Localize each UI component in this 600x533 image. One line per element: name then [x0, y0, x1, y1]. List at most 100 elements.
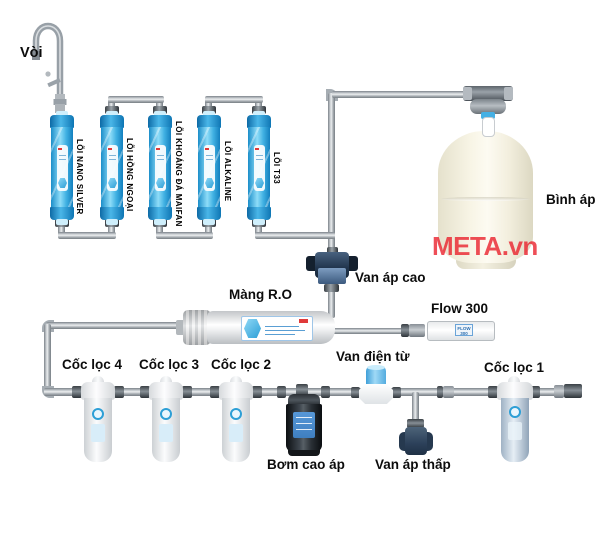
pipe-fitting	[252, 386, 262, 398]
faucet-handle	[47, 78, 61, 88]
membrane-ribbed-cap	[183, 310, 211, 345]
pipe-cart5-out	[255, 232, 335, 239]
housing-sticker	[91, 424, 105, 442]
pipe-stub	[58, 222, 65, 236]
pump-head	[288, 394, 320, 406]
pipe-stub	[108, 98, 115, 112]
pipe-stub	[205, 98, 212, 112]
pipe-fitting	[72, 386, 82, 398]
pipe-left-riser	[44, 324, 51, 392]
flow-restrictor-label: Flow 300	[431, 301, 489, 316]
pipe-bottom-main	[44, 388, 582, 396]
cartridge-cap	[50, 115, 74, 128]
housing-cap	[81, 382, 115, 400]
pipe-coupler	[409, 324, 425, 337]
cartridge-nano-silver	[50, 111, 74, 225]
pipe-fitting	[351, 387, 360, 398]
pipe-stub	[156, 98, 163, 112]
valve-front-plate	[318, 268, 346, 284]
pipe-cart2-cart3	[108, 96, 164, 103]
tank-stem	[482, 117, 495, 137]
pipe-valve-to-membrane	[328, 284, 335, 318]
faucet-spout-tip	[32, 51, 40, 60]
membrane-label: Màng R.O	[229, 287, 292, 302]
housing-dome	[92, 376, 104, 385]
pipe-cart1-cart2	[58, 232, 116, 239]
housing-logo	[92, 408, 104, 420]
filter-cup-4-label: Cốc lọc 4	[62, 357, 123, 372]
pipe-fitting	[182, 386, 192, 398]
valve-end-cap	[463, 87, 472, 100]
cartridge-sticker	[57, 145, 68, 191]
pipe-stub	[156, 222, 163, 236]
pipe-fitting	[210, 386, 220, 398]
pipe-coupler	[554, 385, 564, 398]
blue-fitting	[481, 112, 495, 119]
inlet-fitting	[564, 384, 582, 398]
cartridge-alkaline	[197, 111, 221, 225]
valve-end-cap	[504, 87, 513, 100]
pipe-stub	[255, 98, 262, 112]
watermark: META.vn	[432, 231, 538, 261]
high-pressure-valve-label: Van áp cao	[355, 270, 426, 285]
pipe-fitting	[488, 386, 498, 398]
pipe-fitting	[327, 247, 338, 255]
pipe-cart4-cart5	[205, 96, 263, 103]
pipe-fitting	[153, 106, 167, 114]
pump-top-fitting	[296, 384, 308, 396]
cartridge-neck	[56, 111, 68, 117]
cartridge-label-khoang-da-maifan: LÕI KHOÁNG ĐÁ MAIFAN	[174, 121, 183, 227]
pipe-membrane-to-flow	[333, 328, 403, 334]
cartridge-label-t33: LÕI T33	[272, 152, 281, 185]
pipe-fitting	[321, 386, 330, 398]
low-pressure-switch	[405, 427, 427, 455]
pipe-fitting	[105, 106, 119, 114]
faucet-gooseneck	[32, 22, 67, 113]
pump-label: Bơm cao áp	[267, 457, 345, 472]
pump-base	[288, 450, 320, 456]
pipe-fitting	[530, 386, 540, 398]
valve-lower-body	[470, 99, 506, 114]
pipe-fitting	[401, 324, 409, 337]
pipe-membrane-left	[46, 322, 188, 329]
pipe-stub	[255, 222, 262, 236]
filter-cup-3-label: Cốc lọc 3	[139, 357, 200, 372]
flow-restrictor-tag: FLOW 300	[455, 324, 473, 336]
pipe-fitting	[114, 386, 124, 398]
pipe-fitting	[140, 386, 150, 398]
faucet-label: Vòi	[20, 45, 43, 61]
cartridge-khoang-da-maifan	[148, 111, 172, 225]
pipe-tee-down	[412, 392, 419, 428]
pipe-fitting	[324, 284, 339, 292]
membrane-sticker	[241, 316, 313, 341]
cartridge-label-hong-ngoai: LÕI HỒNG NGOẠI	[125, 138, 134, 212]
cartridge-cap	[50, 207, 74, 220]
pipe-stub	[108, 222, 115, 236]
low-pressure-valve-label: Van áp thấp	[375, 457, 451, 472]
cartridge-label-nano-silver: LÕI NANO SILVER	[75, 139, 84, 215]
membrane-inlet-tip	[176, 320, 185, 335]
pipe-fitting	[202, 106, 216, 114]
cartridge-label-alkaline: LÕI ALKALINE	[223, 141, 232, 202]
cartridge-t33	[247, 111, 271, 225]
pipe-fitting	[392, 387, 401, 398]
pipe-fitting	[437, 386, 443, 398]
pipe-stub	[205, 222, 212, 236]
cartridge-hong-ngoai	[100, 111, 124, 225]
tank-seam	[441, 197, 530, 201]
solenoid-valve-label: Van điện từ	[336, 349, 410, 364]
pipe-to-tank	[332, 91, 466, 98]
tank-label: Bình áp	[546, 192, 596, 207]
solenoid-valve-body	[359, 384, 393, 404]
tank-ball-valve	[463, 86, 513, 101]
solenoid-coil	[366, 366, 386, 386]
cartridge-neck	[56, 219, 68, 225]
solenoid-coil-top	[367, 365, 385, 370]
pipe-fitting	[277, 386, 286, 398]
pipe-cart3-cart4	[156, 232, 213, 239]
filter-cup-1-label: Cốc lọc 1	[484, 360, 545, 375]
pipe-fitting	[407, 419, 424, 428]
filter-cup-2-label: Cốc lọc 2	[211, 357, 272, 372]
pipe-coupler	[443, 386, 454, 398]
